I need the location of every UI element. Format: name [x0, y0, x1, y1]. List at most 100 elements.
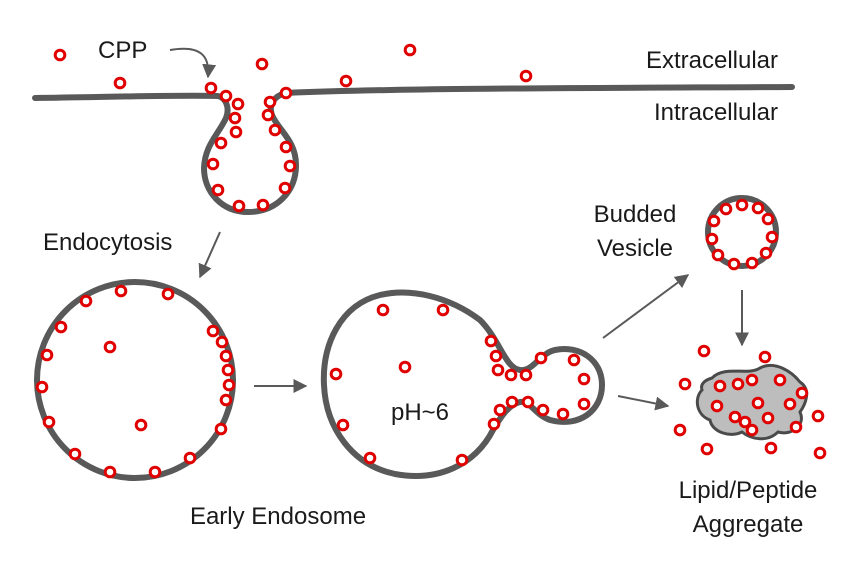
cpp-peptide-dot [577, 372, 591, 386]
cpp-peptide-dot [773, 373, 787, 387]
cpp-peptide-dot [673, 423, 687, 437]
aggregation-arrow [617, 395, 670, 411]
aggregate-label: Aggregate [693, 511, 804, 538]
cpp-peptide-dot [761, 212, 775, 226]
cpp-peptide-dot [261, 108, 275, 122]
cpp-peptide-dot [214, 422, 228, 436]
cpp-peptide-dot [521, 395, 535, 409]
cpp-peptide-dot [403, 43, 417, 57]
cpp-label: CPP [98, 37, 147, 64]
cpp-peptide-dot [745, 423, 759, 437]
cpp-peptide-dot [113, 76, 127, 90]
cpp-peptide-dot [491, 363, 505, 377]
cpp-peptide-dot [813, 446, 827, 460]
cpp-peptide-dot [783, 397, 797, 411]
cpp-peptide-dot [731, 377, 745, 391]
cpp-peptide-dot [148, 465, 162, 479]
cpp-peptide-dot [206, 157, 220, 171]
cpp-peptide-dot [219, 393, 233, 407]
cpp-peptide-dot [161, 287, 175, 301]
cpp-peptide-dot [745, 373, 759, 387]
cpp-peptide-dot [751, 396, 765, 410]
cpp-peptide-dot [134, 418, 148, 432]
cpp-peptide-dot [436, 303, 450, 317]
cpp-peptide-dot [219, 89, 233, 103]
cpp-peptide-dot [697, 344, 711, 358]
cpp-peptide-dot [811, 409, 825, 423]
cpp-peptide-dot [339, 74, 353, 88]
cpp-peptide-dot [255, 57, 269, 71]
cpp-peptide-dot [751, 201, 765, 215]
cpp-peptide-dot [35, 380, 49, 394]
cpp-peptide-dot [761, 411, 775, 425]
cpp-peptide-dot [215, 335, 229, 349]
cpp-peptide-dot [278, 181, 292, 195]
cpp-peptide-dot [232, 199, 246, 213]
cpp-peptide-dot [42, 415, 56, 429]
cpp-peptide-dot [719, 202, 733, 216]
cpp-peptide-dot [263, 95, 277, 109]
cpp-peptide-dot [505, 395, 519, 409]
cpp-peptide-dot [40, 348, 54, 362]
cpp-peptide-dot [795, 386, 809, 400]
cpp-peptide-dot [79, 294, 93, 308]
cpp-peptide-dot [678, 377, 692, 391]
cpp-peptide-dot [487, 417, 501, 431]
cpp-peptide-dot [114, 284, 128, 298]
cpp-peptide-dot [700, 442, 714, 456]
cpp-peptide-dot [489, 349, 503, 363]
lipid-peptide-label: Lipid/Peptide [679, 477, 818, 504]
cpp-peptide-dot [103, 465, 117, 479]
ph-label: pH~6 [391, 399, 449, 426]
cpp-peptide-dot [727, 257, 741, 271]
cpp-peptide-dot [219, 349, 233, 363]
cpp-peptide-dot [789, 420, 803, 434]
endocytosis-arrow [198, 231, 221, 279]
early-endosome-label: Early Endosome [190, 503, 366, 530]
cpp-peptide-dot [231, 97, 245, 111]
cpp-peptide-dot [183, 451, 197, 465]
cpp-peptide-dot [376, 303, 390, 317]
cpp-peptide-dot [519, 69, 533, 83]
cpp-peptide-dot [268, 123, 282, 137]
cpp-peptide-dot [336, 418, 350, 432]
cpp-peptide-dot [484, 334, 498, 348]
cpp-peptide-dot [519, 368, 533, 382]
cpp-peptide-dot [329, 367, 343, 381]
cpp-pointer-arrow [169, 47, 217, 79]
cpp-peptide-dot [735, 198, 749, 212]
intracellular-label: Intracellular [654, 99, 778, 126]
cpp-peptide-dot [256, 198, 270, 212]
cpp-peptide-dot [228, 111, 242, 125]
cpp-peptide-dot [759, 246, 773, 260]
cpp-peptide-dot [556, 407, 570, 421]
cpp-peptide-dot [68, 447, 82, 461]
cpp-peptide-dot [707, 214, 721, 228]
cpp-peptide-dot [493, 403, 507, 417]
cpp-peptide-dot [53, 48, 67, 62]
cpp-peptide-dot [536, 403, 550, 417]
cpp-peptide-dot [54, 320, 68, 334]
cpp-peptides [35, 43, 827, 479]
cpp-peptide-dot [221, 363, 235, 377]
cpp-peptide-dot [214, 136, 228, 150]
cpp-peptide-dot [279, 140, 293, 154]
budded-label: Budded [594, 201, 677, 228]
cpp-peptide-dot [705, 232, 719, 246]
early-endosome-membrane [34, 279, 236, 481]
cpp-peptide-dot [222, 378, 236, 392]
maturing-endosome-membrane [320, 289, 606, 479]
cpp-peptide-dot [204, 81, 218, 95]
cpp-peptide-dot [728, 410, 742, 424]
cpp-peptide-dot [363, 451, 377, 465]
cpp-peptide-dot [211, 183, 225, 197]
cpp-peptide-dot [103, 340, 117, 354]
cpp-peptide-dot [764, 441, 778, 455]
cpp-peptide-dot [710, 399, 724, 413]
cpp-peptide-dot [534, 351, 548, 365]
budding-arrow [602, 274, 690, 339]
cpp-peptide-dot [765, 230, 779, 244]
cpp-peptide-dot [455, 453, 469, 467]
